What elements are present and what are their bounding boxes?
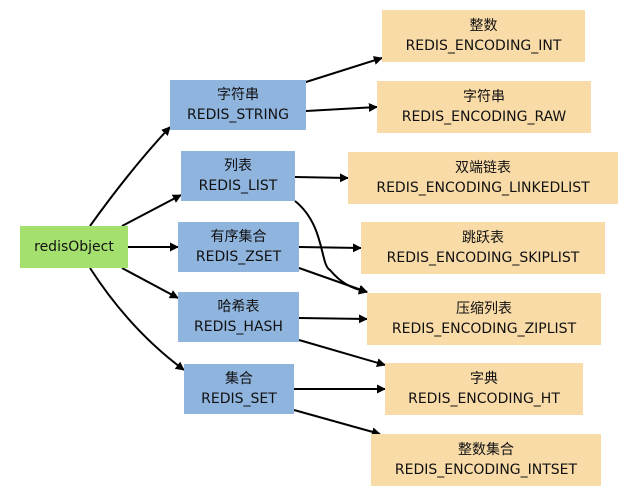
node-label-en: REDIS_HASH: [194, 319, 283, 335]
edge-root-to-hash: [121, 267, 179, 299]
node-redis-string: 字符串 REDIS_STRING: [170, 80, 306, 130]
node-label-zh: 整数: [469, 18, 498, 34]
node-label-en: REDIS_ENCODING_LINKEDLIST: [376, 180, 590, 196]
node-redis-hash: 哈希表 REDIS_HASH: [178, 292, 299, 342]
node-redis-zset: 有序集合 REDIS_ZSET: [178, 222, 299, 272]
node-label-en: REDIS_ENCODING_SKIPLIST: [386, 250, 580, 266]
node-label-zh: 双端链表: [455, 160, 511, 176]
edge-zset-to-ziplist: [298, 267, 368, 294]
node-label-zh: 字典: [470, 371, 498, 387]
node-label-en: REDIS_ENCODING_ZIPLIST: [391, 321, 577, 337]
edge-string-to-raw: [305, 102, 378, 112]
node-encoding-intset: 整数集合 REDIS_ENCODING_INTSET: [371, 434, 601, 486]
node-label-en: REDIS_ZSET: [195, 249, 282, 265]
node-label-zh: 压缩列表: [456, 301, 512, 317]
node-label-zh: 整数集合: [458, 442, 514, 458]
node-label-en: REDIS_LIST: [198, 178, 278, 194]
node-label-en: REDIS_STRING: [187, 107, 289, 123]
edge-set-to-intset: [293, 409, 381, 437]
node-label-zh: 有序集合: [210, 229, 267, 245]
node-encoding-ziplist: 压缩列表 REDIS_ENCODING_ZIPLIST: [367, 293, 601, 345]
edge-zset-to-skiplist: [298, 243, 362, 253]
node-encoding-skiplist: 跳跃表 REDIS_ENCODING_SKIPLIST: [361, 222, 605, 274]
node-redis-set: 集合 REDIS_SET: [184, 364, 294, 414]
edge-root-to-list: [121, 194, 182, 227]
node-label-zh: 字符串: [217, 87, 259, 103]
node-redis-list: 列表 REDIS_LIST: [181, 151, 295, 201]
node-encoding-linkedlist: 双端链表 REDIS_ENCODING_LINKEDLIST: [348, 152, 618, 204]
node-label-zh: 哈希表: [217, 299, 260, 315]
node-encoding-ht: 字典 REDIS_ENCODING_HT: [385, 363, 583, 415]
edge-root-to-string: [89, 126, 171, 227]
edge-string-to-int: [305, 56, 383, 83]
node-label-zh: 集合: [225, 371, 253, 387]
node-label-en: REDIS_ENCODING_INTSET: [394, 462, 578, 478]
node-label-en: REDIS_ENCODING_INT: [405, 38, 562, 54]
node-label-en: REDIS_ENCODING_HT: [408, 391, 560, 407]
edge-hash-to-ziplist: [298, 314, 368, 324]
node-label-en: REDIS_SET: [201, 391, 277, 407]
edge-list-to-linkedlist: [294, 173, 349, 183]
node-label-zh: 跳跃表: [462, 230, 504, 246]
edge-root-to-set: [89, 267, 185, 371]
node-label-en: REDIS_ENCODING_RAW: [401, 109, 567, 125]
node-label-zh: 字符串: [463, 89, 505, 105]
node-label-zh: 列表: [224, 158, 252, 174]
node-encoding-int: 整数 REDIS_ENCODING_INT: [382, 10, 585, 62]
node-encoding-raw: 字符串 REDIS_ENCODING_RAW: [377, 81, 591, 133]
edge-hash-to-ht: [298, 339, 386, 368]
node-redisobject: redisObject: [20, 226, 128, 268]
node-label: redisObject: [34, 239, 114, 255]
